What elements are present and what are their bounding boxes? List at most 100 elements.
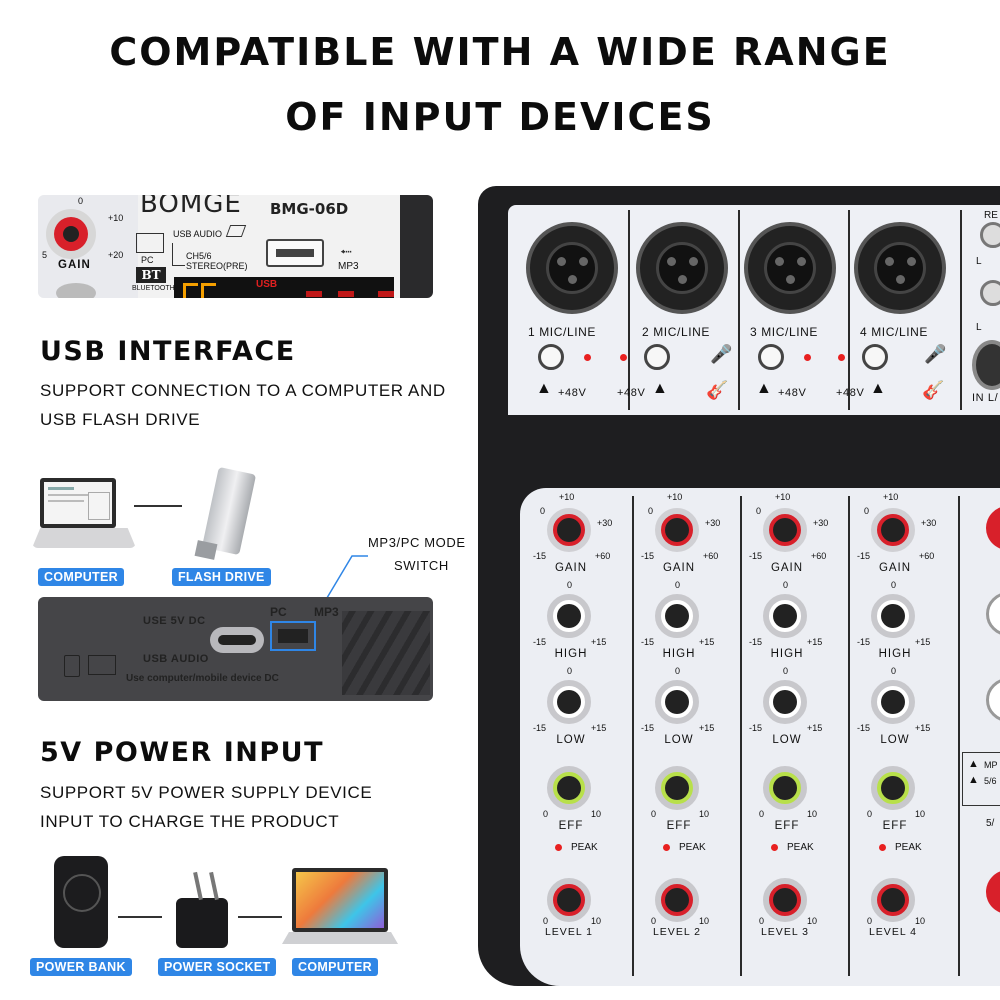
level-knob-3[interactable] [763,878,807,922]
low-knob-cap-2 [665,690,689,714]
gain-knob-cap-3 [773,518,797,542]
phantom-button-4[interactable] [862,344,888,370]
eff-knob-4[interactable] [871,766,915,810]
side-label-mp: MP [984,760,998,770]
laptop-screen-line [48,487,74,490]
high-knob-2[interactable] [655,594,699,638]
inset-display-digit-1 [183,283,198,298]
high-tick-min-2: -15 [641,637,655,647]
phantom-led-4 [838,354,845,361]
inset-gain-knob-cap [63,226,79,242]
eff-label-1: EFF [558,820,584,832]
high-tick-zero-3: 0 [783,580,789,590]
xlr-jack-4[interactable] [854,222,946,314]
level-knob-2[interactable] [655,878,699,922]
gain-knob-3[interactable] [763,508,807,552]
usb-section-desc-1: SUPPORT CONNECTION TO A COMPUTER AND [40,381,446,400]
warning-icon-1: ▲ [536,380,552,397]
xlr-jack-1[interactable] [526,222,618,314]
high-tick-max-1: +15 [591,637,607,647]
phantom-label-2: +48V [617,387,646,399]
high-knob-4[interactable] [871,594,915,638]
laptop-picture [40,478,116,528]
gain-knob-4[interactable] [871,508,915,552]
mode-icon-2: ▲ [968,774,979,786]
eff-knob-3[interactable] [763,766,807,810]
low-knob-4[interactable] [871,680,915,724]
peak-label-2: PEAK [679,842,706,853]
level-knob-4[interactable] [871,878,915,922]
flash-drive-plug [194,540,218,560]
level-label-3: LEVEL 3 [760,926,810,938]
inset-pc-label: PC [141,255,154,265]
inset-rear-panel: USE 5V DC USB AUDIO Use computer/mobile … [38,597,433,701]
inset-gain-tick-zero: 0 [78,196,84,206]
phantom-label-3: +48V [778,387,807,399]
rca-jack-2[interactable] [980,280,1000,306]
low-tick-max-1: +15 [591,723,607,733]
phantom-button-3[interactable] [758,344,784,370]
peak-led-1 [555,844,562,851]
control-divider-3 [848,496,850,976]
peak-led-2 [663,844,670,851]
usb-section-desc-2: USB FLASH DRIVE [40,410,201,429]
line-in-jack[interactable] [972,340,1000,390]
phantom-button-1[interactable] [538,344,564,370]
guitar-icon-2: 🎸 [922,380,945,400]
eff-tick-max-3: 10 [807,809,818,819]
side-partial-knob-1[interactable] [986,506,1000,550]
usb-connector-line [134,505,182,507]
inset-usb-port-slot [276,249,314,257]
high-knob-1[interactable] [547,594,591,638]
eff-knob-1[interactable] [547,766,591,810]
high-knob-3[interactable] [763,594,807,638]
xlr-jack-2[interactable] [636,222,728,314]
phantom-led-3 [804,354,811,361]
low-tick-min-3: -15 [749,723,763,733]
low-knob-1[interactable] [547,680,591,724]
computer-base [282,932,398,944]
mic-label-4: 4 MIC/LINE [860,325,929,339]
level-knob-cap-2 [665,888,689,912]
gain-tick-max-4: +60 [919,551,935,561]
level-tick-min-2: 0 [651,916,657,926]
headline-line-1: COMPATIBLE WITH A WIDE RANGE [109,30,891,74]
gain-tick-top-2: +10 [667,492,683,502]
mixer-control-panel [520,488,1000,986]
badge-computer-power: COMPUTER [292,958,378,976]
low-knob-2[interactable] [655,680,699,724]
control-divider-4 [958,496,960,976]
phantom-label-4: +48V [836,387,865,399]
warning-icon-2: ▲ [652,380,668,397]
inset-display-digit-2 [201,283,216,298]
gain-tick-zero-4: 0 [864,506,870,516]
level-knob-1[interactable] [547,878,591,922]
inset-bt-logo: BT [136,267,166,283]
low-knob-3[interactable] [763,680,807,724]
eff-knob-2[interactable] [655,766,699,810]
inset-next-knob [56,283,96,298]
low-knob-cap-1 [557,690,581,714]
gain-tick-top-4: +10 [883,492,899,502]
usb-section-title: USB INTERFACE [40,336,296,367]
side-partial-knob-4[interactable] [986,870,1000,914]
rear-note: Use computer/mobile device DC [126,673,279,684]
control-divider-2 [740,496,742,976]
gain-knob-cap-2 [665,518,689,542]
peak-led-4 [879,844,886,851]
xlr-jack-3[interactable] [744,222,836,314]
power-bank-ring [63,874,101,912]
gain-knob-1[interactable] [547,508,591,552]
level-knob-cap-4 [881,888,905,912]
eff-tick-max-4: 10 [915,809,926,819]
gain-knob-2[interactable] [655,508,699,552]
callout-line-1: MP3/PC MODE [368,535,466,550]
high-tick-max-3: +15 [807,637,823,647]
rear-pc-label: PC [270,605,287,619]
side-label-slash: 5/ [986,818,995,829]
level-tick-max-3: 10 [807,916,818,926]
mode-switch[interactable] [278,629,308,643]
rca-jack-1[interactable] [980,222,1000,248]
phantom-button-2[interactable] [644,344,670,370]
eff-tick-min-2: 0 [651,809,657,819]
